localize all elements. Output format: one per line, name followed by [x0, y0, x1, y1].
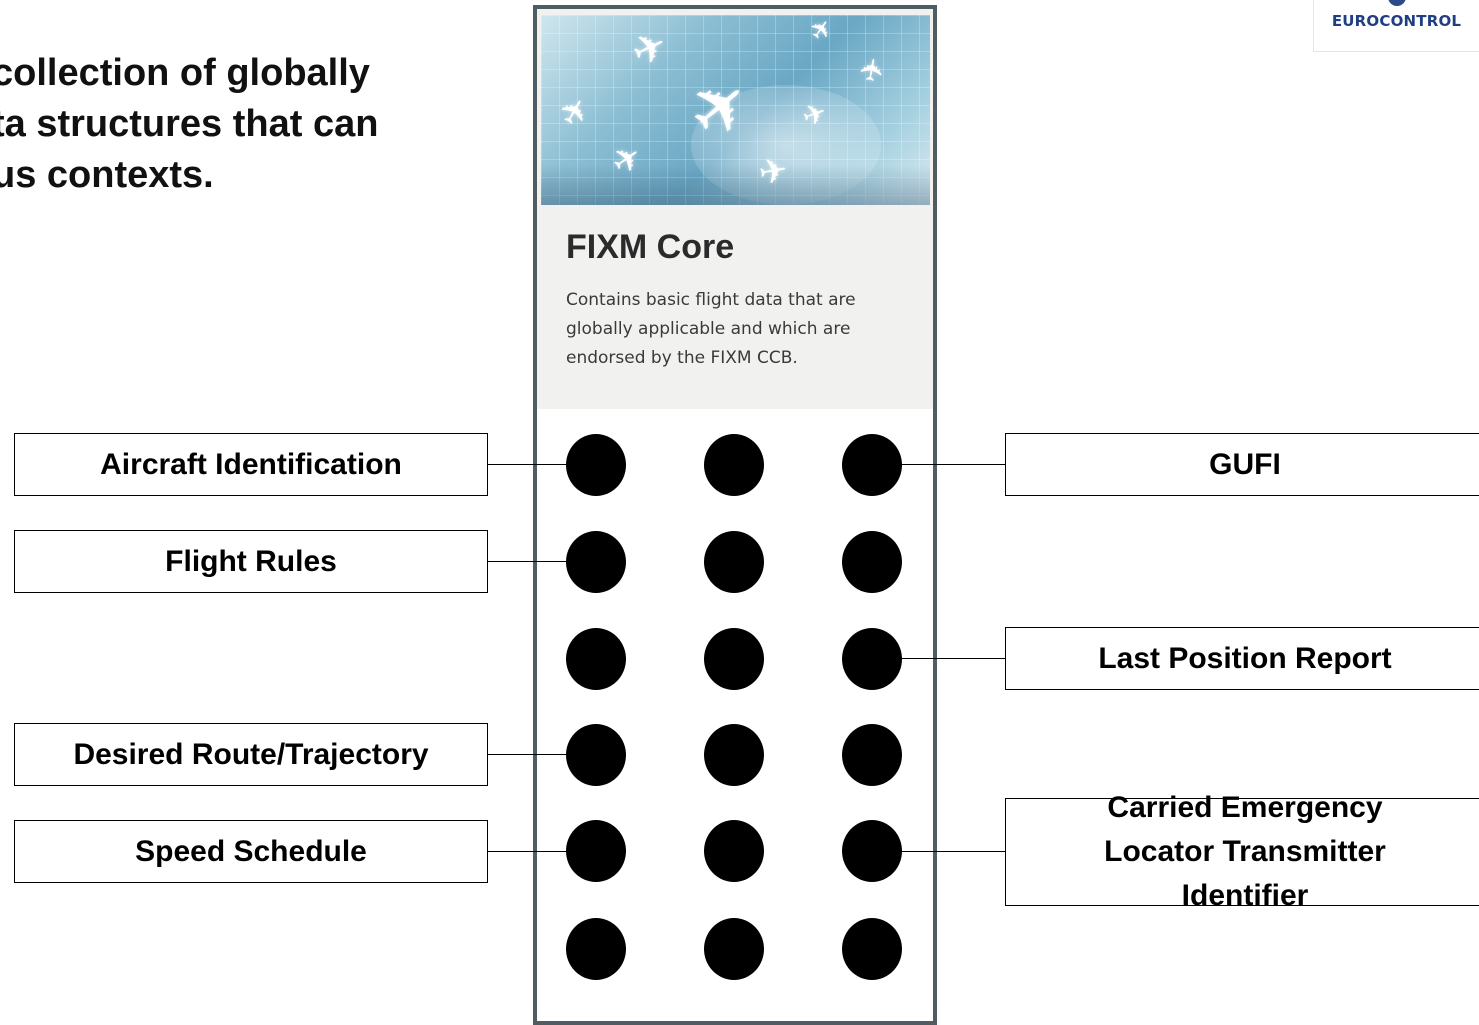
data-element-dot: [566, 918, 626, 980]
data-element-dot: [566, 820, 626, 882]
label-carried-emergency-locator-transmitter-identifier: Carried Emergency Locator Transmitter Id…: [1005, 791, 1479, 912]
data-element-dot: [842, 531, 902, 593]
logo-text: EUROCONTROL: [1331, 12, 1462, 30]
logo-emblem-icon: [1388, 0, 1406, 6]
connector-line: [488, 754, 568, 755]
card-header: ✈ ✈ ✈ ✈ ✈ ✈ ✈ ✈ FIXM Core Contains basic…: [537, 9, 933, 409]
data-element-dot: [842, 628, 902, 690]
data-element-dot: [566, 531, 626, 593]
data-element-dot: [842, 434, 902, 496]
data-element-dot: [566, 628, 626, 690]
card-description: Contains basic flight data that are glob…: [566, 290, 856, 368]
data-element-dot: [704, 531, 764, 593]
label-aircraft-identification: Aircraft Identification: [14, 433, 488, 496]
data-element-dot: [842, 724, 902, 786]
data-element-dot: [704, 724, 764, 786]
data-element-dot: [842, 918, 902, 980]
fixm-core-card: ✈ ✈ ✈ ✈ ✈ ✈ ✈ ✈ FIXM Core Contains basic…: [533, 5, 937, 1025]
airplanes-hero-image: ✈ ✈ ✈ ✈ ✈ ✈ ✈ ✈: [541, 15, 930, 205]
data-element-dot: [704, 434, 764, 496]
data-element-dot: [704, 628, 764, 690]
label-gufi: GUFI: [1005, 433, 1479, 496]
airplane-icon: ✈: [853, 54, 893, 86]
label-speed-schedule: Speed Schedule: [14, 820, 488, 883]
label-last-position-report: Last Position Report: [1005, 627, 1479, 690]
intro-line-2: ta structures that can: [0, 103, 379, 145]
eurocontrol-logo: EUROCONTROL: [1313, 0, 1479, 52]
intro-line-3: us contexts.: [0, 154, 214, 196]
connector-line: [488, 561, 568, 562]
data-element-dot: [566, 724, 626, 786]
intro-line-1: collection of globally: [0, 52, 370, 94]
connector-line: [488, 464, 568, 465]
airplane-icon: ✈: [755, 149, 791, 195]
data-element-dot: [566, 434, 626, 496]
data-element-dot: [704, 918, 764, 980]
intro-text: collection of globally ta structures tha…: [0, 48, 432, 201]
card-title: FIXM Core: [566, 228, 735, 266]
label-desired-route-trajectory: Desired Route/Trajectory: [14, 723, 488, 786]
connector-line: [488, 851, 568, 852]
connector-line: [900, 851, 1005, 852]
data-element-dot: [704, 820, 764, 882]
label-flight-rules: Flight Rules: [14, 530, 488, 593]
data-element-dot: [842, 820, 902, 882]
connector-line: [900, 464, 1005, 465]
connector-line: [900, 658, 1005, 659]
